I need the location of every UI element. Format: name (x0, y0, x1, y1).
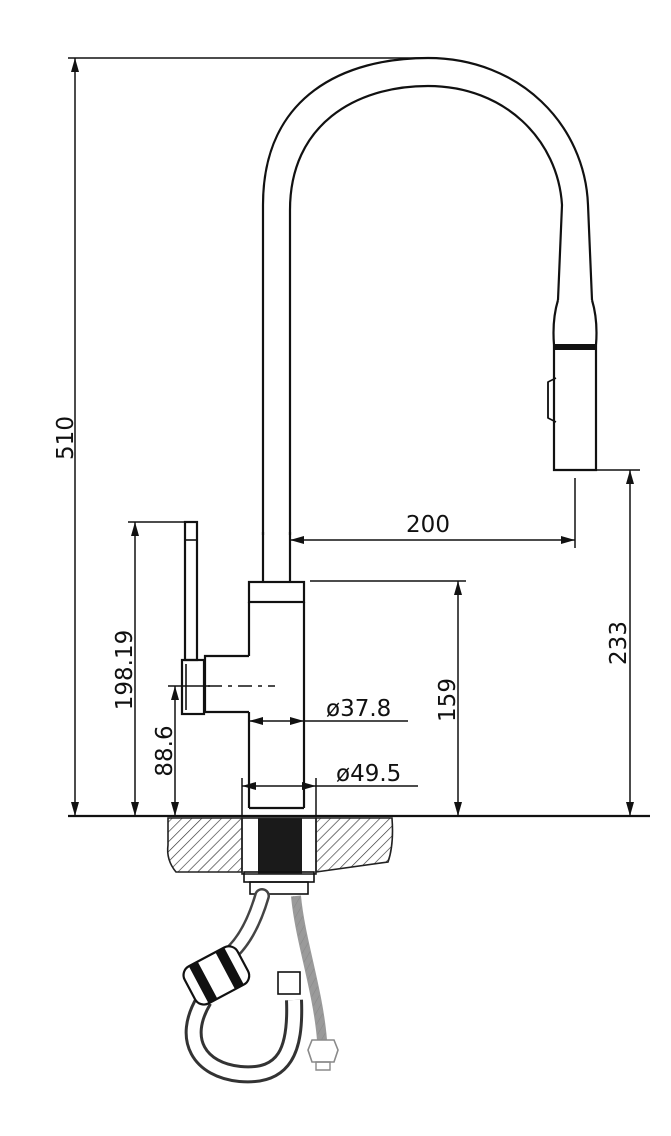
mounting-shank (258, 818, 302, 874)
dim-upper-diameter-label: ø37.8 (326, 696, 391, 722)
dim-lever-axis-label: 88.6 (152, 725, 178, 776)
supply-connector-nut (307, 1039, 339, 1071)
dim-lever-axis: 88.6 (152, 685, 210, 816)
countertop (68, 814, 650, 895)
dim-body-height-label: 159 (435, 678, 461, 722)
dim-base-diameter-label: ø49.5 (336, 761, 401, 787)
dim-spout-clearance: 233 (596, 469, 640, 816)
dim-reach: 200 (290, 478, 576, 548)
body-upper-ring (247, 580, 306, 604)
dim-lever-height: 198.19 (112, 521, 186, 816)
dim-total-height: 510 (53, 57, 430, 816)
dim-total-height-label: 510 (53, 416, 79, 460)
hose-fitting (277, 971, 301, 995)
faucet-body (180, 520, 306, 810)
spray-head (552, 299, 598, 472)
lever-handle (180, 520, 206, 716)
lever-boss (203, 654, 249, 714)
under-counter-hoses (182, 888, 339, 1084)
dim-reach-label: 200 (406, 512, 450, 538)
countertop-section-right (315, 817, 394, 873)
dim-base-diameter: ø49.5 (241, 761, 418, 816)
spout (261, 56, 598, 535)
spray-head-band (555, 344, 595, 350)
dim-spout-clearance-label: 233 (606, 621, 632, 665)
spout-outer-curve (261, 56, 594, 535)
dim-lever-height-label: 198.19 (112, 630, 138, 710)
mounting-washer (249, 881, 309, 895)
mounting-flange (241, 817, 317, 875)
dim-body-height: 159 (310, 580, 466, 816)
hose-weight (182, 945, 251, 1006)
spout-inner-curve (288, 84, 564, 535)
dim-upper-diameter: ø37.8 (249, 696, 408, 725)
countertop-section-left (166, 817, 243, 873)
